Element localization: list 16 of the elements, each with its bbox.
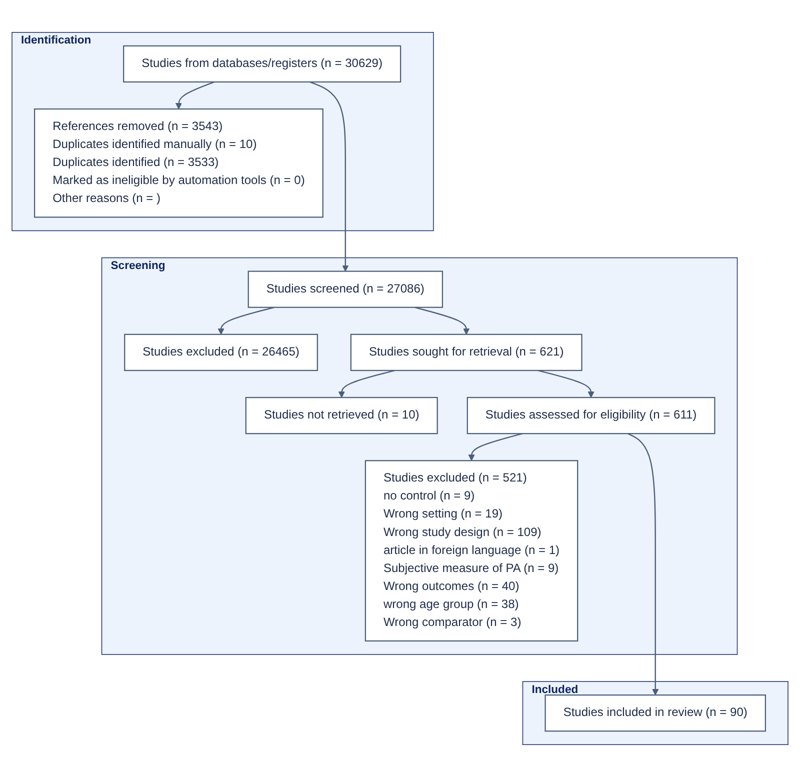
node-box: Studies included in review (n = 90) [544, 694, 766, 732]
node-box: Studies excluded (n = 521) no control (n = 9) Wrong setting (n = 19) Wrong study design (n = 109) article in foreign language (n = 1) Subjective measure of PA (n = 9) Wrong outcomes (n = 40) wrong age group (n = 38) Wrong comparator (n = 3) [364, 460, 578, 642]
node-box: Studies sought for retrieval (n = 621) [350, 334, 582, 372]
arrow [218, 306, 274, 335]
arrow [414, 306, 470, 335]
arrow [338, 370, 396, 398]
arrow [628, 433, 659, 696]
arrow [537, 370, 594, 398]
arrow [309, 81, 349, 272]
node-box: References removed (n = 3543) Duplicates identified manually (n = 10) Duplicates identified (n = 3533) Marked as ineligible by automation tools (n = 0) Other reasons (n = ) [34, 108, 324, 218]
node-box: Studies from databases/registers (n = 30629) [123, 45, 402, 83]
arrow [175, 81, 215, 110]
node-box: Studies assessed for eligibility (n = 611) [466, 396, 716, 434]
node-box: Studies not retrieved (n = 10) [245, 396, 438, 434]
node-box: Studies screened (n = 27086) [248, 270, 444, 308]
node-box: Studies excluded (n = 26465) [124, 334, 318, 372]
